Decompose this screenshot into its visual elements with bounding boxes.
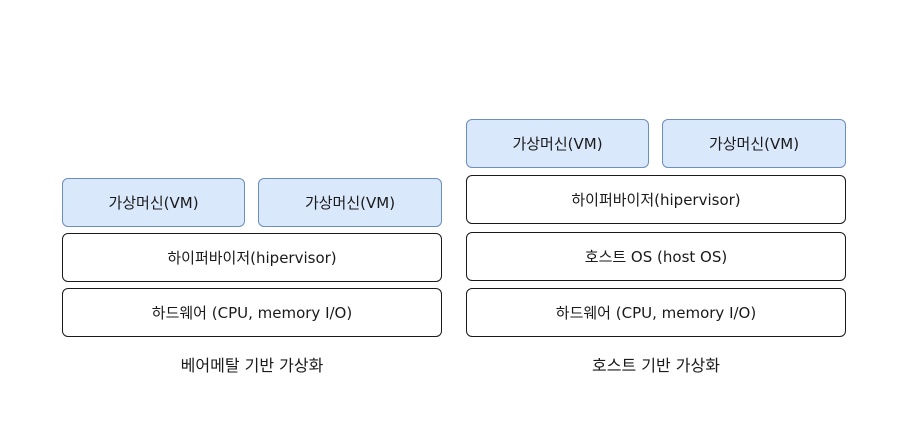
host-based-caption: 호스트 기반 가상화: [592, 356, 720, 375]
bare-metal-vm-1: 가상머신(VM): [62, 178, 245, 227]
bare-metal-vm-2: 가상머신(VM): [258, 178, 442, 227]
bare-metal-hardware-layer: 하드웨어 (CPU, memory I/O): [62, 288, 442, 337]
host-based-vm-2: 가상머신(VM): [662, 119, 846, 168]
host-based-host-os-layer: 호스트 OS (host OS): [466, 232, 846, 281]
host-based-hardware-layer: 하드웨어 (CPU, memory I/O): [466, 288, 846, 337]
host-based-hypervisor-layer: 하이퍼바이저(hipervisor): [466, 175, 846, 224]
host-based-vm-1: 가상머신(VM): [466, 119, 649, 168]
bare-metal-caption: 베어메탈 기반 가상화: [180, 356, 324, 375]
bare-metal-hypervisor-layer: 하이퍼바이저(hipervisor): [62, 233, 442, 282]
